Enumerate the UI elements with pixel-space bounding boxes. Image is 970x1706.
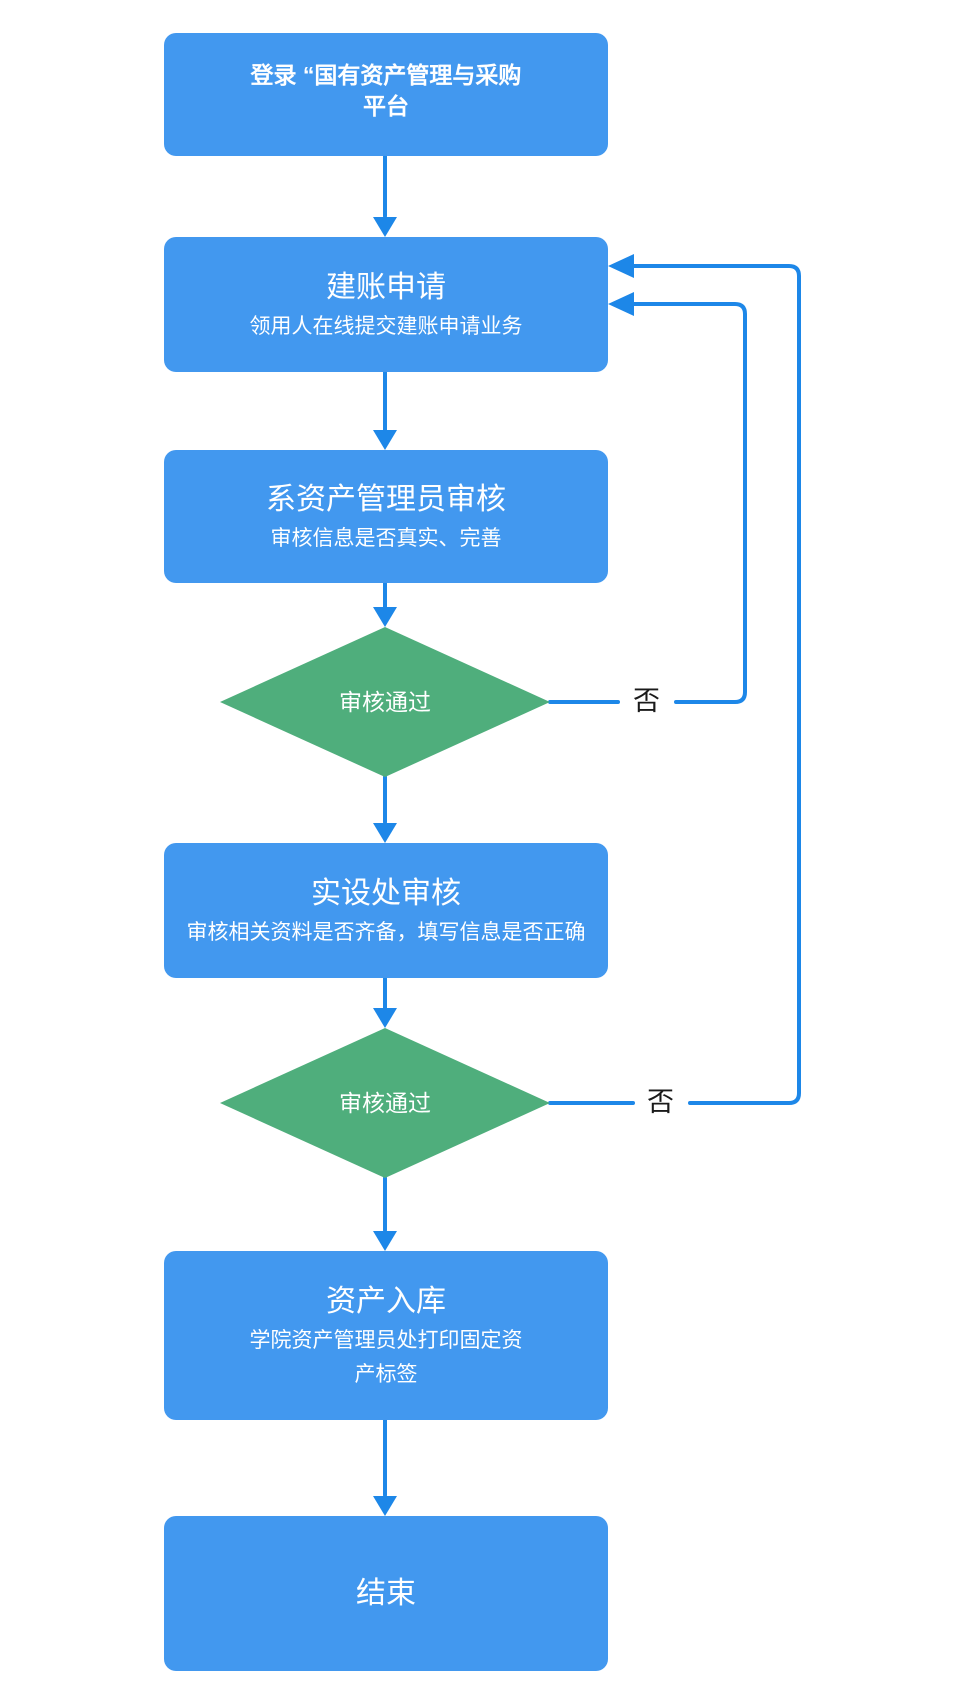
- arrowhead-down-6: [373, 1231, 397, 1251]
- node-office-review: 实设处审核 审核相关资料是否齐备，填写信息是否正确: [164, 843, 608, 978]
- node-login-title: 登录 “国有资产管理与采购平台: [250, 61, 522, 119]
- node-office-review-title: 实设处审核: [311, 876, 461, 910]
- arrowhead-down-3: [373, 607, 397, 627]
- node-login: 登录 “国有资产管理与采购平台: [164, 33, 608, 156]
- edge-no1-segment-b: [632, 302, 747, 704]
- arrowhead-left-2: [608, 254, 634, 278]
- node-end-title: 结束: [356, 1576, 416, 1610]
- node-account-apply-title: 建账申请: [326, 270, 446, 304]
- node-dept-manager-review-subtitle: 审核信息是否真实、完善: [270, 526, 502, 550]
- arrowhead-left-1: [608, 292, 634, 316]
- edge-no2-segment-b: [632, 264, 801, 1105]
- node-asset-storage-title: 资产入库: [326, 1284, 446, 1318]
- node-office-review-subtitle: 审核相关资料是否齐备，填写信息是否正确: [186, 920, 586, 944]
- node-account-apply-subtitle: 领用人在线提交建账申请业务: [249, 314, 523, 338]
- edge-no-label-2: 否: [647, 1087, 674, 1117]
- node-asset-storage-subtitle: 学院资产管理员处打印固定资产标签: [249, 1328, 523, 1386]
- edge-no-label-1: 否: [633, 686, 660, 716]
- arrowhead-down-4: [373, 823, 397, 843]
- arrowhead-down-1: [373, 217, 397, 237]
- node-dept-manager-review: 系资产管理员审核 审核信息是否真实、完善: [164, 450, 608, 583]
- arrowhead-down-2: [373, 430, 397, 450]
- arrowhead-down-7: [373, 1496, 397, 1516]
- node-end: 结束: [164, 1516, 608, 1671]
- node-asset-storage: 资产入库 学院资产管理员处打印固定资产标签: [164, 1251, 608, 1420]
- decision-2-label: 审核通过: [339, 1090, 431, 1116]
- decision-1-label: 审核通过: [339, 689, 431, 715]
- node-dept-manager-review-title: 系资产管理员审核: [266, 482, 506, 516]
- arrowhead-down-5: [373, 1008, 397, 1028]
- node-account-apply: 建账申请 领用人在线提交建账申请业务: [164, 237, 608, 372]
